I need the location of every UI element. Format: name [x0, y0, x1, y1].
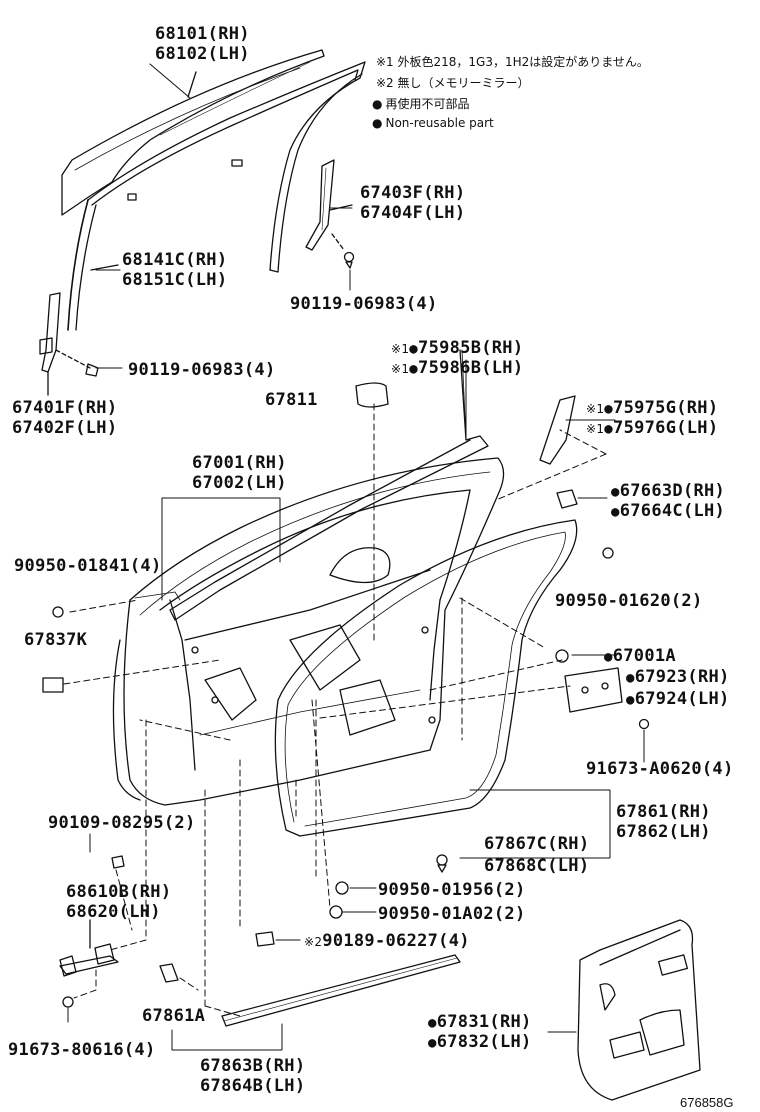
- label-67837k: 67837K: [24, 630, 88, 650]
- label-90950-01a02: 90950-01A02(2): [378, 904, 526, 924]
- dashed-leaders: [64, 404, 606, 1016]
- label-68620: 68620(LH): [66, 902, 161, 922]
- label-75985b-text: 75985B(RH): [418, 338, 524, 358]
- fasteners: [43, 490, 649, 1007]
- label-67862: 67862(LH): [616, 822, 711, 842]
- label-67923: ●67923(RH): [626, 667, 730, 688]
- label-68102: 68102(LH): [155, 44, 250, 64]
- label-68610b: 68610B(RH): [66, 882, 172, 902]
- mark-1: ※1: [586, 402, 605, 416]
- rocker-moulding: [222, 955, 460, 1026]
- belt-moulding-outer: [170, 350, 575, 620]
- label-67001a: ●67001A: [604, 646, 676, 667]
- label-67832: ●67832(LH): [428, 1032, 532, 1053]
- service-hole-cover: [356, 383, 388, 407]
- label-67861: 67861(RH): [616, 802, 711, 822]
- non-reusable-dot: ●: [611, 504, 620, 520]
- mark-1: ※1: [391, 342, 410, 356]
- label-75986b-text: 75986B(LH): [418, 358, 524, 378]
- label-90119-a: 90119-06983(4): [290, 294, 438, 314]
- label-68151c: 68151C(LH): [122, 270, 228, 290]
- label-67831-text: 67831(RH): [436, 1012, 532, 1032]
- label-75975g: ※1●75975G(RH): [586, 398, 718, 419]
- label-67864b: 67864B(LH): [200, 1076, 306, 1096]
- label-67001: 67001(RH): [192, 453, 287, 473]
- glass-run-channel: [68, 62, 365, 330]
- label-67924-text: 67924(LH): [634, 689, 730, 709]
- note-non-reusable-en: Non-reusable part: [372, 116, 493, 130]
- leader-lines: [48, 64, 644, 1050]
- label-67924: ●67924(LH): [626, 689, 730, 710]
- label-67861a: 67861A: [142, 1006, 206, 1026]
- label-67831: ●67831(RH): [428, 1012, 532, 1033]
- non-reusable-dot: ●: [409, 361, 419, 377]
- non-reusable-dot: ●: [626, 692, 635, 708]
- figure-code: 676858G: [680, 1095, 734, 1110]
- label-91673-a0620: 91673-A0620(4): [586, 759, 734, 779]
- non-reusable-dot: ●: [611, 484, 620, 500]
- non-reusable-dot: ●: [604, 649, 613, 665]
- label-68101: 68101(RH): [155, 24, 250, 44]
- mark-1: ※1: [391, 362, 410, 376]
- label-90109: 90109-08295(2): [48, 813, 196, 833]
- label-90950-01956: 90950-01956(2): [378, 880, 526, 900]
- non-reusable-dot: ●: [604, 401, 614, 417]
- door-weatherstrip: [275, 520, 576, 836]
- label-67664c-text: 67664C(LH): [619, 501, 726, 521]
- non-reusable-dot: ●: [604, 421, 614, 437]
- non-reusable-dot: ●: [626, 670, 635, 686]
- rear-glass-guide: [306, 160, 354, 268]
- label-90950-01841: 90950-01841(4): [14, 556, 162, 576]
- label-75975g-text: 75975G(RH): [613, 398, 719, 418]
- label-75976g-text: 75976G(LH): [613, 418, 719, 438]
- label-91673-80616: 91673-80616(4): [8, 1040, 156, 1060]
- label-90119-b: 90119-06983(4): [128, 360, 276, 380]
- label-75976g: ※1●75976G(LH): [586, 418, 718, 439]
- door-glass: [62, 50, 324, 215]
- label-67404f: 67404F(LH): [360, 203, 466, 223]
- note-non-reusable-jp: 再使用不可部品: [372, 97, 469, 111]
- mark-1: ※1: [586, 422, 605, 436]
- label-67402f: 67402F(LH): [12, 418, 118, 438]
- label-67663d-text: 67663D(RH): [619, 481, 726, 501]
- label-68141c: 68141C(RH): [122, 250, 228, 270]
- non-reusable-dot: ●: [428, 1035, 437, 1051]
- label-67002: 67002(LH): [192, 473, 287, 493]
- label-67664c: ●67664C(LH): [611, 501, 725, 522]
- label-67863b: 67863B(RH): [200, 1056, 306, 1076]
- label-90950-01620: 90950-01620(2): [555, 591, 703, 611]
- note-2: ※2 無し（メモリーミラー）: [376, 76, 530, 90]
- note-1: ※1 外板色218，1G3，1H2は設定がありません。: [376, 55, 649, 69]
- label-67663d: ●67663D(RH): [611, 481, 725, 502]
- label-90189: ※290189-06227(4): [304, 931, 470, 952]
- door-trim-panel: [578, 920, 700, 1100]
- label-67403f: 67403F(RH): [360, 183, 466, 203]
- non-reusable-dot: ●: [409, 341, 419, 357]
- label-67001a-text: 67001A: [612, 646, 676, 666]
- door-check: [60, 920, 118, 976]
- label-90189-text: 90189-06227(4): [322, 931, 470, 951]
- label-67832-text: 67832(LH): [436, 1032, 532, 1052]
- non-reusable-dot: ●: [428, 1015, 437, 1031]
- label-67867c: 67867C(RH): [484, 834, 590, 854]
- door-panel: [113, 458, 503, 805]
- label-67868c: 67868C(LH): [484, 856, 590, 876]
- label-67811: 67811: [265, 390, 318, 410]
- label-75986b: ※1●75986B(LH): [391, 358, 523, 379]
- label-75985b: ※1●75985B(RH): [391, 338, 523, 359]
- label-67923-text: 67923(RH): [634, 667, 730, 687]
- label-67401f: 67401F(RH): [12, 398, 118, 418]
- mark-2: ※2: [304, 935, 323, 949]
